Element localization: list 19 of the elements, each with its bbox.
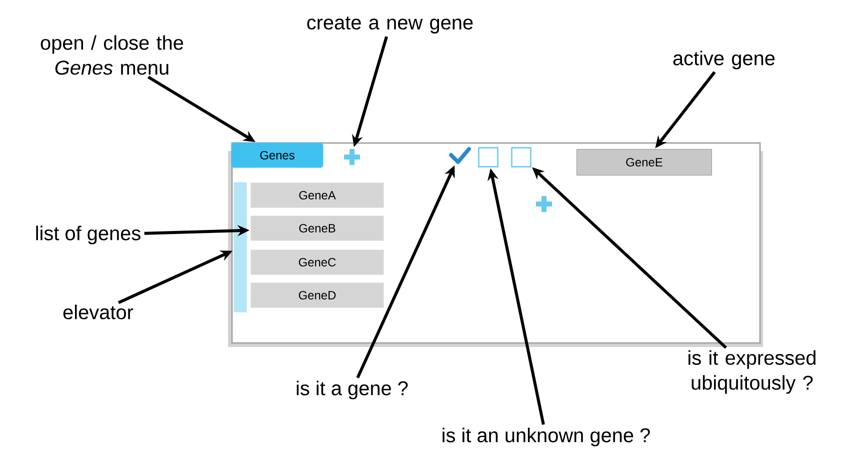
menu-button: Genes [231,142,324,168]
list-item: GeneB [250,216,384,241]
callout-text: active gene [673,50,775,70]
active-gene-field: GeneE [576,149,712,176]
callout-text: is it expressed ubiquitously ? [688,350,816,394]
callout-text: list of genes [36,226,140,244]
callout-text: is it a gene ? [296,380,408,400]
callout-text: is it an unknown gene ? [442,428,650,446]
callout-text: elevator [63,304,134,320]
checkbox [511,147,532,168]
add-icon [534,194,554,214]
callout-text: open / close the Genes menu [40,35,184,75]
list-item: GeneA [250,182,384,208]
callout-text: create a new gene [307,16,473,34]
list-item: GeneC [250,250,384,275]
checkmark-icon [449,147,471,164]
list-item: GeneD [250,282,384,308]
checkbox [478,147,498,168]
add-icon [342,146,362,168]
